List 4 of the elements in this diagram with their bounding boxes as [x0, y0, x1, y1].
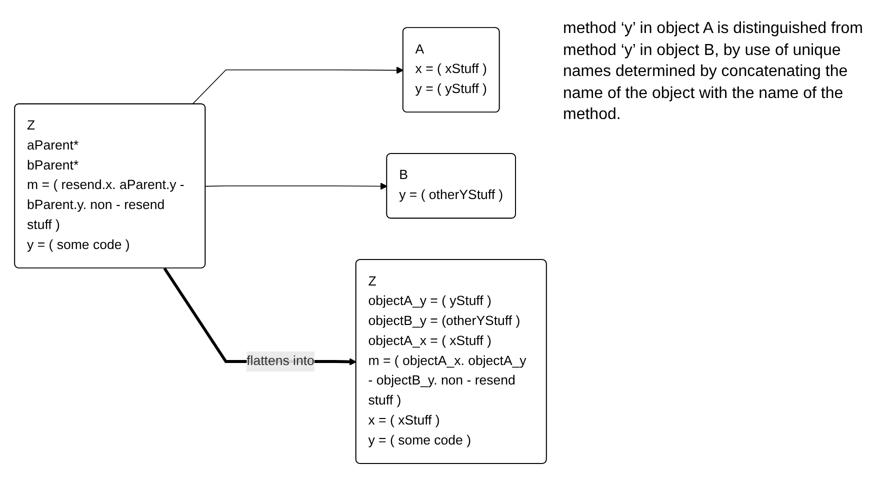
arrow — [192, 66, 404, 105]
edge-label: flattens into — [246, 354, 314, 368]
note-text: method ‘y’ in object A is distinguished from method ‘y’ in object B, by use of unique names determined by concatenating the name of the object with the name of the method. — [563, 19, 863, 126]
arrow — [205, 182, 388, 190]
